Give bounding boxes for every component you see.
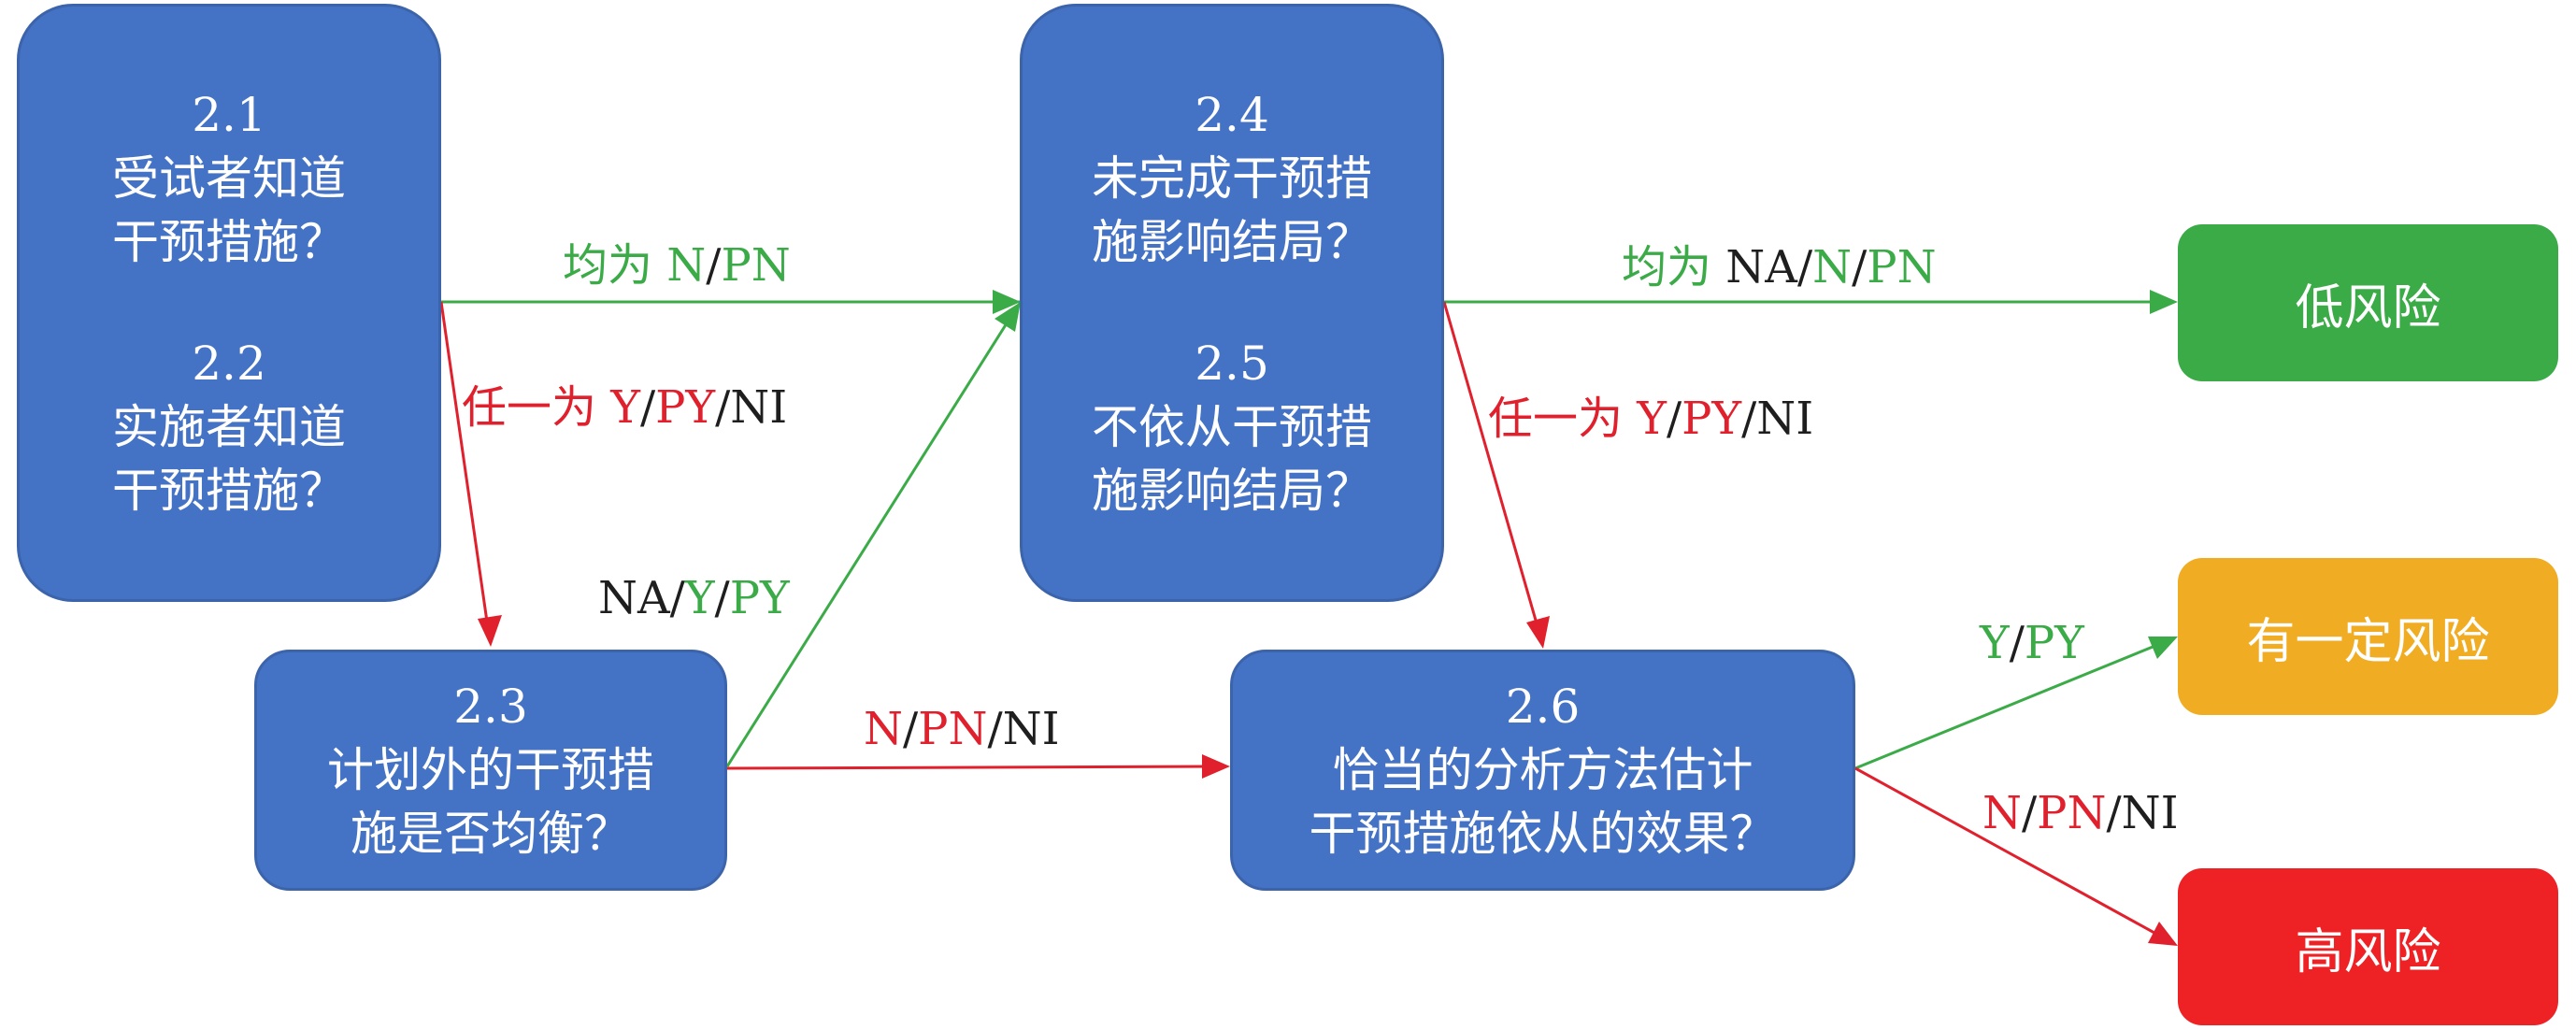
edge-label-prefix: 任一为 [462, 381, 611, 434]
edge-label-prefix: 均为 [1622, 241, 1726, 293]
q26-line2: 干预措施依从的效果？ [1309, 807, 1777, 861]
q26-line1: 恰当的分析方法估计 [1332, 743, 1753, 797]
q23-number: 2.3 [453, 680, 528, 734]
q24-line1: 未完成干预措 [1092, 151, 1372, 206]
arrow-q26-to-high [1854, 766, 2164, 939]
edge-label-code: PY [1682, 393, 1742, 445]
q21-line2: 干预措施？ [112, 215, 346, 269]
result-some-label: 有一定风险 [2246, 613, 2490, 670]
q24-line2: 施影响结局？ [1092, 215, 1372, 269]
edge-label-code: NA [598, 572, 670, 624]
edge-label-code: NI [2121, 787, 2179, 839]
edge-label-code: Y [610, 381, 640, 434]
edge-label-code: PY [729, 572, 790, 624]
edge-label-code: Y [1980, 617, 2010, 669]
q25-line1: 不依从干预措 [1092, 400, 1372, 454]
arrowhead-q12-to-q45 [993, 290, 1021, 314]
edge-label-prefix: 均为 [563, 239, 667, 292]
q25-line2: 施影响结局？ [1092, 464, 1372, 518]
result-high-risk: 高风险 [2178, 868, 2558, 1025]
arrowhead-q23-to-q45 [995, 302, 1021, 332]
arrowhead-q45-to-low [2150, 290, 2178, 314]
result-some-risk: 有一定风险 [2178, 558, 2558, 715]
edge-label-code: Y [684, 572, 715, 624]
edge-label-separator: / [2106, 787, 2122, 839]
q23-line1: 计划外的干预措 [327, 743, 654, 797]
arrowhead-q23-to-q26 [1202, 754, 1230, 779]
edge-label-separator: / [639, 381, 656, 434]
q21-number: 2.1 [192, 88, 266, 142]
edge-label-code: PY [655, 381, 716, 434]
edge-label-code: PY [2024, 617, 2084, 669]
edge-label-q26-to-high: N/PN/NI [1982, 791, 2179, 836]
edge-label-separator: / [1852, 241, 1868, 293]
edge-label-q12-to-q23: 任一为 Y/PY/NI [462, 385, 787, 430]
result-low-risk: 低风险 [2178, 224, 2558, 381]
edge-label-q12-to-q45: 均为 N/PN [563, 243, 791, 288]
edge-label-q45-to-q26: 任一为 Y/PY/NI [1488, 396, 1813, 441]
edge-label-code: N [1982, 787, 2022, 839]
edge-label-separator: / [987, 703, 1003, 755]
arrow-q26-to-some [1854, 641, 2163, 770]
edge-label-code: PN [918, 703, 988, 755]
node-q21-q22: 2.1 受试者知道 干预措施？ 2.2 实施者知道 干预措施？ [17, 4, 441, 602]
q23-line2: 施是否均衡？ [351, 807, 631, 861]
edge-label-separator: / [715, 381, 731, 434]
arrowhead-q26-to-some [2148, 637, 2178, 659]
edge-label-code: PN [1867, 241, 1937, 293]
edge-label-code: N [864, 703, 903, 755]
edge-label-code: PN [2037, 787, 2107, 839]
q25-number: 2.5 [1195, 336, 1269, 391]
edge-label-separator: / [2009, 617, 2025, 669]
edge-label-separator: / [2022, 787, 2038, 839]
node-q26: 2.6 恰当的分析方法估计 干预措施依从的效果？ [1230, 650, 1855, 891]
edge-label-separator: / [1666, 393, 1682, 445]
result-low-label: 低风险 [2295, 279, 2441, 336]
arrow-q12-to-q23 [439, 301, 490, 629]
q21-line1: 受试者知道 [112, 151, 346, 206]
arrowhead-q45-to-q26 [1526, 616, 1550, 649]
q22-line1: 实施者知道 [112, 400, 346, 454]
arrow-q45-to-q26 [1442, 301, 1540, 631]
arrow-q23-to-q26 [726, 765, 1214, 770]
edge-label-code: PN [721, 239, 791, 292]
edge-label-separator: / [1741, 393, 1757, 445]
edge-label-code: NI [1756, 393, 1814, 445]
arrow-q23-to-q45 [725, 315, 1013, 767]
edge-label-code: NI [730, 381, 788, 434]
edge-label-separator: / [706, 239, 722, 292]
edge-label-separator: / [1796, 241, 1813, 293]
q22-number: 2.2 [192, 336, 266, 391]
edge-label-code: NI [1002, 703, 1060, 755]
edge-label-q23-to-q45: NA/Y/PY [598, 576, 790, 621]
edge-label-q26-to-some: Y/PY [1980, 621, 2084, 665]
edge-label-separator: / [714, 572, 730, 624]
arrowhead-q12-to-q23 [478, 615, 502, 647]
edge-label-q45-to-low: 均为 NA/N/PN [1622, 245, 1937, 290]
edge-label-separator: / [903, 703, 919, 755]
arrowhead-q26-to-high [2148, 922, 2178, 946]
edge-label-code: NA [1725, 241, 1797, 293]
edge-label-code: N [1812, 241, 1853, 293]
node-q23: 2.3 计划外的干预措 施是否均衡？ [254, 650, 727, 891]
result-high-label: 高风险 [2295, 923, 2441, 980]
edge-label-code: N [666, 239, 707, 292]
edge-label-code: Y [1637, 393, 1667, 445]
edge-label-prefix: 任一为 [1488, 393, 1638, 445]
q22-line2: 干预措施？ [112, 464, 346, 518]
edge-label-q23-to-q26: N/PN/NI [864, 707, 1060, 751]
node-q24-q25: 2.4 未完成干预措 施影响结局？ 2.5 不依从干预措 施影响结局？ [1020, 4, 1444, 602]
q26-number: 2.6 [1505, 680, 1581, 734]
q24-number: 2.4 [1195, 88, 1269, 142]
edge-label-separator: / [669, 572, 685, 624]
